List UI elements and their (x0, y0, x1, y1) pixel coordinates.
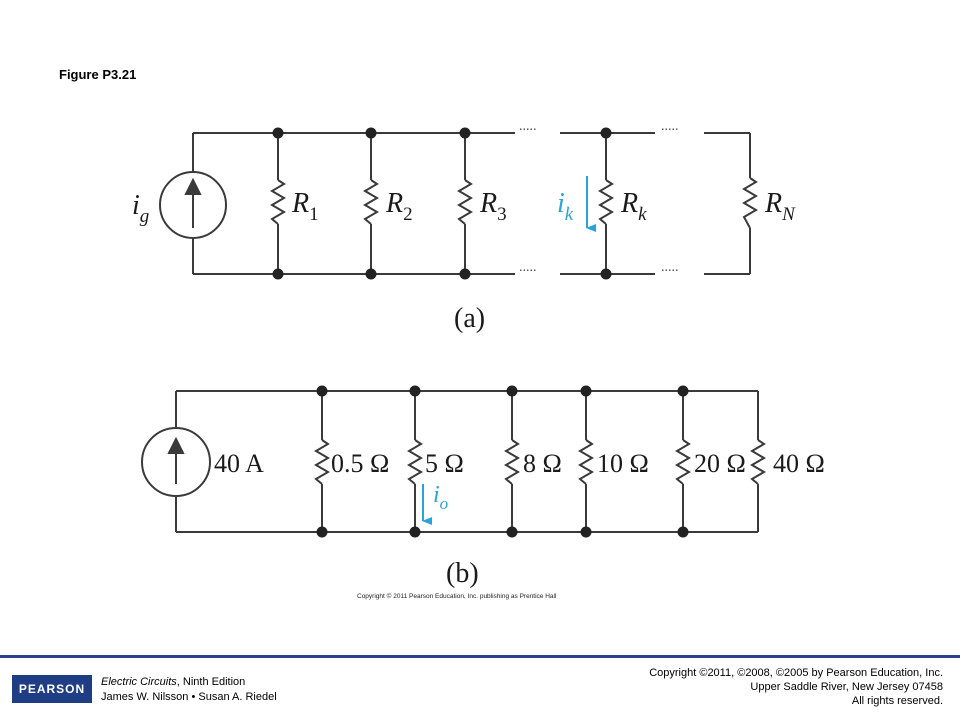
resistor-branches-b (314, 391, 766, 532)
resistor-label-rk: Rk (620, 188, 647, 225)
publisher-info: Copyright ©2011, ©2008, ©2005 by Pearson… (649, 666, 943, 708)
circuit-diagram: ..... ..... ..... ..... ig R1 R2 R3 Rk R… (132, 119, 825, 589)
nodes-b (316, 385, 689, 538)
resistor-value-2: 8 Ω (523, 449, 562, 478)
caption-a: (a) (454, 303, 485, 334)
resistor-value-1: 5 Ω (425, 449, 464, 478)
figure-title: Figure P3.21 (59, 67, 137, 82)
book-info: Electric Circuits, Ninth Edition James W… (101, 675, 277, 705)
figure-copyright: Copyright © 2011 Pearson Education, Inc.… (357, 593, 557, 600)
current-label-io: io (433, 482, 448, 513)
source-arrow-icon (184, 177, 202, 228)
resistor-label-r3: R3 (479, 188, 507, 225)
copyright-line-2: Upper Saddle River, New Jersey 07458 (750, 681, 943, 693)
pearson-logo: PEARSON (12, 675, 92, 703)
resistor-value-3: 10 Ω (597, 449, 649, 478)
resistor-label-r1: R1 (291, 188, 319, 225)
circuit-a (159, 132, 751, 275)
source-label-ig: ig (132, 190, 149, 227)
book-edition: , Ninth Edition (176, 676, 246, 688)
current-label-ik: ik (557, 188, 574, 225)
ellipsis-bottom-1: ..... (519, 260, 537, 275)
book-title: Electric Circuits (101, 676, 177, 688)
ellipsis-bottom-2: ..... (661, 260, 679, 275)
copyright-line-3: All rights reserved. (851, 695, 943, 707)
source-arrow-b-icon (167, 436, 185, 484)
ellipsis-top-1: ..... (519, 119, 537, 134)
nodes-a (272, 127, 612, 280)
resistor-value-4: 20 Ω (694, 449, 746, 478)
ellipsis-top-2: ..... (661, 119, 679, 134)
resistor-label-r2: R2 (385, 188, 413, 225)
book-title-line: Electric Circuits, Ninth Edition (101, 675, 277, 690)
resistor-value-0: 0.5 Ω (331, 449, 389, 478)
source-value-b: 40 A (214, 449, 264, 478)
copyright-line-1: Copyright ©2011, ©2008, ©2005 by Pearson… (649, 667, 943, 679)
caption-b: (b) (446, 558, 479, 589)
resistor-branches-a (270, 133, 758, 274)
footer-divider (0, 655, 960, 658)
circuit-b (141, 390, 758, 533)
resistor-value-5: 40 Ω (773, 449, 825, 478)
book-authors: James W. Nilsson • Susan A. Riedel (101, 691, 277, 703)
resistor-label-rn: RN (764, 188, 796, 225)
